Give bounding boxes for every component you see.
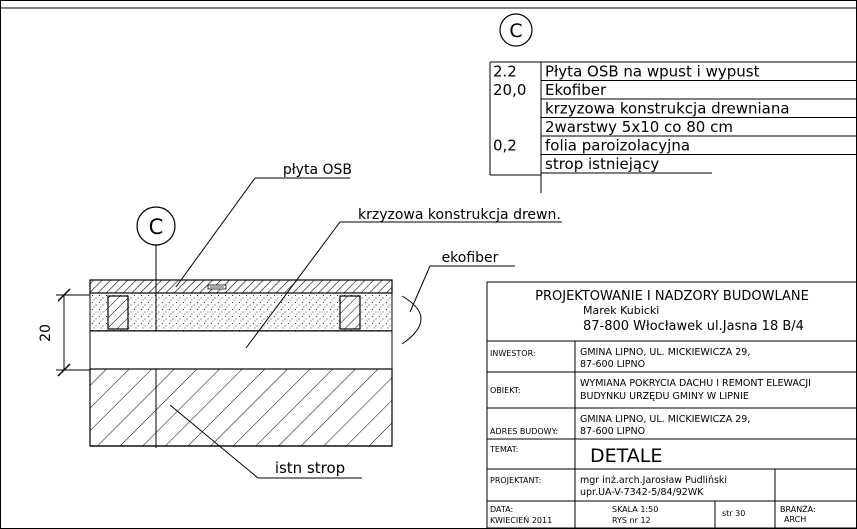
site-line-1: GMINA LIPNO, UL. MICKIEWICZA 29,: [580, 414, 750, 425]
investor-line-1: GMINA LIPNO, UL. MICKIEWICZA 29,: [580, 347, 750, 358]
label-ekofiber-text: ekofiber: [442, 250, 499, 266]
layer-thickness: 20,0: [493, 81, 526, 99]
layer-description: krzyzowa konstrukcja drewniana: [545, 100, 790, 118]
air-gap: [89, 330, 393, 370]
label-osb-text: płyta OSB: [283, 162, 352, 178]
drawing-number: RYS nr 12: [612, 516, 651, 525]
company-address: 87-800 Włocławek ul.Jasna 18 B/4: [583, 319, 804, 334]
layer-description: folia paroizolacyjna: [545, 137, 690, 155]
section-marker-top: C: [499, 13, 533, 47]
designer-label: PROJEKTANT:: [490, 476, 541, 485]
layer-description: strop istniejący: [545, 155, 659, 173]
branch-label: BRANŻA:: [780, 504, 816, 514]
label-frame: krzyzowa konstrukcja drewn.: [245, 207, 562, 349]
label-existing-floor: istn strop: [169, 404, 362, 479]
osb-board: [89, 279, 393, 294]
investor-line-2: 87-600 LIPNO: [580, 359, 645, 370]
designer-line-1: mgr inż.arch.Jarosław Pudliński: [580, 475, 727, 486]
date-value: KWIECIEŃ 2011: [490, 514, 552, 525]
label-frame-text: krzyzowa konstrukcja drewn.: [358, 207, 561, 223]
floor-section: [89, 279, 393, 447]
layers-table: 2.2 Płyta OSB na wpust i wypust 20,0 Ekofib…: [489, 61, 857, 193]
layer-thickness: 2.2: [493, 63, 517, 81]
existing-floor-slab: [89, 368, 393, 447]
label-ekofiber: ekofiber: [401, 250, 515, 345]
section-marker-top-letter: C: [509, 20, 522, 42]
layer-description: Ekofiber: [545, 81, 607, 99]
label-existing-text: istn strop: [275, 459, 345, 477]
branch-value: ARCH: [784, 515, 806, 524]
investor-label: INWESTOR:: [490, 349, 536, 358]
dimension-line: 20: [38, 288, 90, 377]
author-name: Marek Kubicki: [583, 304, 659, 317]
object-line-2: BUDYNKU URZĘDU GMINY W LIPNIE: [580, 391, 749, 402]
object-line-1: WYMIANA POKRYCIA DACHU I REMONT ELEWACJI: [580, 378, 811, 389]
date-label: DATA:: [490, 505, 513, 514]
subject-label: TEMAT:: [489, 445, 518, 454]
label-osb: płyta OSB: [175, 162, 352, 288]
page-number: str 30: [722, 509, 745, 518]
title-block: [486, 281, 857, 529]
dimension-value: 20: [38, 324, 54, 342]
title-block-text: PROJEKTOWANIE I NADZORY BUDOWLANE Marek …: [489, 289, 816, 525]
layer-description: Płyta OSB na wpust i wypust: [545, 63, 760, 81]
layer-description: 2warstwy 5x10 co 80 cm: [545, 118, 733, 136]
scale-value: SKALA 1:50: [612, 505, 658, 514]
site-line-2: 87-600 LIPNO: [580, 426, 645, 437]
company-name: PROJEKTOWANIE I NADZORY BUDOWLANE: [535, 289, 809, 304]
designer-line-2: upr.UA-V-7342-5/84/92WK: [580, 487, 704, 498]
section-marker-main-letter: C: [149, 215, 164, 239]
layer-thickness: 0,2: [493, 137, 517, 155]
site-label: ADRES BUDOWY:: [490, 427, 558, 436]
object-label: OBIEKT:: [490, 386, 521, 395]
subject-value: DETALE: [590, 445, 662, 467]
